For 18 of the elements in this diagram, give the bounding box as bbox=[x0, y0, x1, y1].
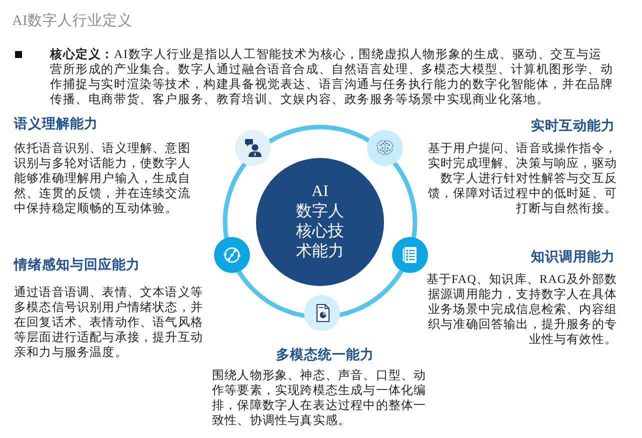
section-text: 围绕人物形象、神态、声音、口型、动作等要素，实现跨模态生成与一体化编排，保障数字人在表达过程中的整体一致性、协调性与真实感。 bbox=[212, 368, 428, 428]
brain-icon bbox=[367, 130, 403, 166]
cycle-icon bbox=[214, 237, 250, 273]
section-heading: 情绪感知与回应能力 bbox=[14, 257, 140, 273]
section-text: 通过语音语调、表情、文本语义等多模态信号识别用户情绪状态，并在回复话术、表情动作、语气风格等层面进行适配与承接，提升互动亲和力与服务温度。 bbox=[14, 284, 204, 360]
section-heading: 语义理解能力 bbox=[14, 116, 98, 132]
document-chart-icon bbox=[304, 295, 340, 331]
section-heading: 实时互动能力 bbox=[531, 118, 615, 134]
section-heading: 知识调用能力 bbox=[531, 249, 615, 265]
page-title: AI数字人行业定义 bbox=[12, 12, 132, 30]
section-text: 依托语音识别、语义理解、意图识别与多轮对话能力，使数字人能够准确理解用户输入，生成自然、连贯的反馈，并在连续交流中保持稳定顺畅的互动体验。 bbox=[14, 140, 192, 216]
section-heading: 多模态统一能力 bbox=[275, 347, 375, 363]
document-list-icon bbox=[392, 237, 428, 273]
section-text: 基于用户提问、语音或操作指令，实时完成理解、决策与响应，驱动数字人进行针对性解答与交互反馈，保障对话过程中的低时延、可打断与自然衔接。 bbox=[427, 140, 617, 216]
circle-title: AI数字人核心技术能力 bbox=[294, 182, 345, 262]
section-text: 基于FAQ、知识库、RAG及外部数据源调用能力，支持数字人在具体业务场景中完成信息检索、内容组织与准确回答输出，提升服务的专业性与有效性。 bbox=[425, 272, 617, 346]
definition-text: 核心定义：AI数字人行业是指以人工智能技术为核心，围绕虚拟人物形象的生成、驱动、交互与运营所形成的产业集合。数字人通过融合语音合成、自然语言处理、多模态大模型、计算机图形学、动作捕捉与实时渲染等技术，构建具备视觉表达、语言沟通与任务执行能力的数字化智能体，并在品牌传播、电商带货、客户服务、教育培训、文娱内容、政务服务等场景中实现商业化落地。 bbox=[50, 47, 614, 107]
person-speech-icon bbox=[235, 130, 271, 166]
